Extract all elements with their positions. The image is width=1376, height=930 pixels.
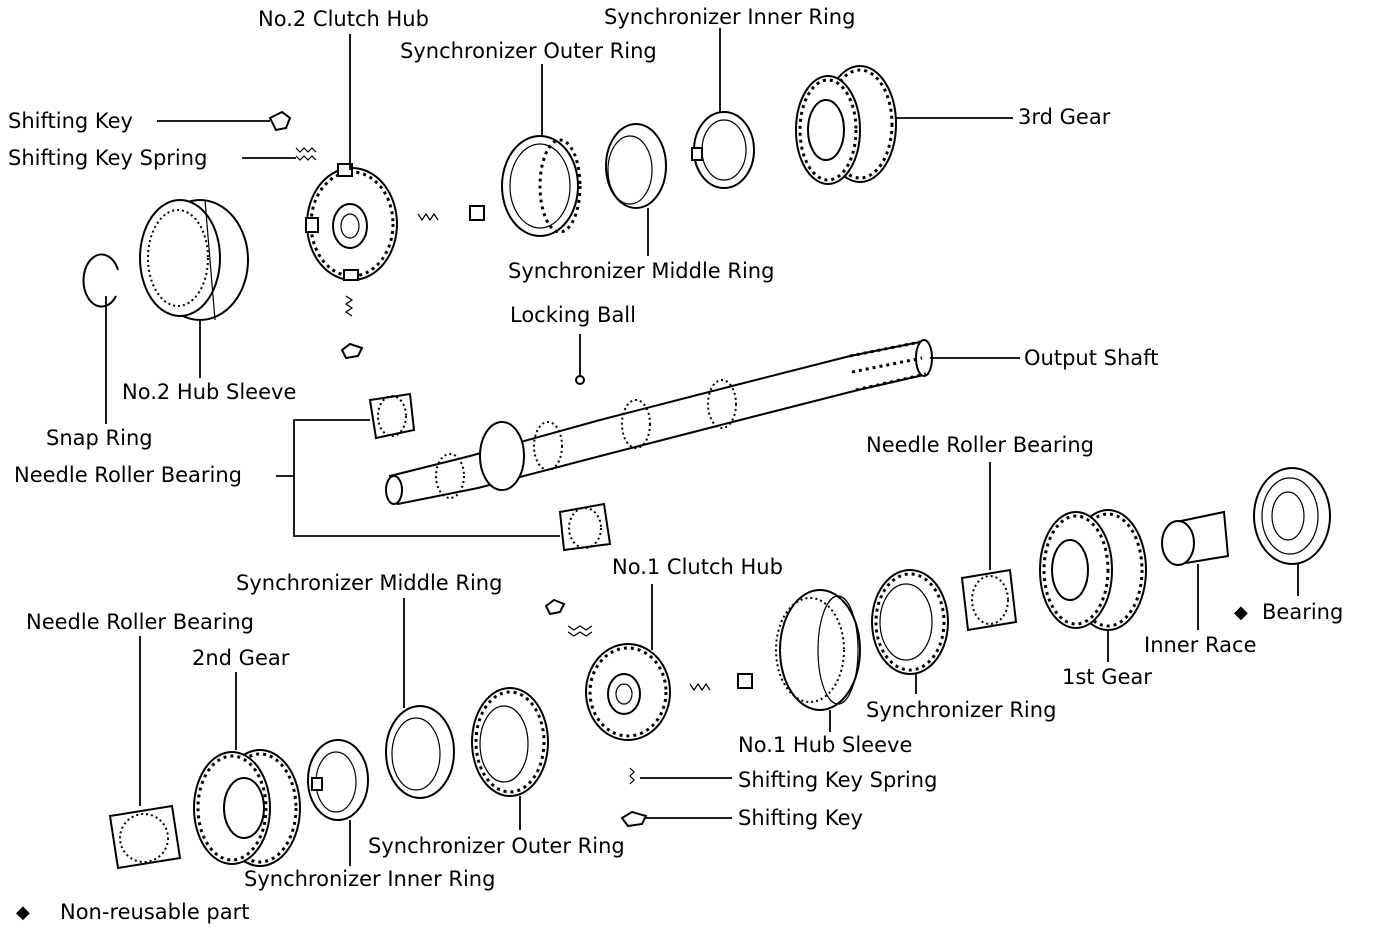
label-synchronizer-ring: Synchronizer Ring [866,698,1056,722]
label-no1-clutch-hub: No.1 Clutch Hub [612,555,783,579]
inner-race-part [1161,510,1230,566]
legend-marker-icon: ◆ [16,902,30,923]
label-needle-roller-bearing-left: Needle Roller Bearing [14,463,242,487]
needle-roller-bearing-upper-part [368,392,416,440]
second-gear-part [193,749,301,867]
third-gear-part [795,65,897,185]
output-shaft-part [385,339,933,506]
label-no2-hub-sleeve: No.2 Hub Sleeve [122,380,296,404]
no1-shifting-key-parts [620,767,648,828]
label-bearing: Bearing [1262,600,1343,624]
synchronizer-middle-ring-bottom-part [385,705,455,799]
label-synchronizer-outer-ring-bottom: Synchronizer Outer Ring [368,834,625,858]
no2-clutch-hub-part [305,163,398,281]
label-shifting-key-bottom: Shifting Key [738,806,863,830]
shifting-key-spring-top-part [295,147,317,161]
label-needle-roller-bearing-bottom: Needle Roller Bearing [26,610,254,634]
label-no1-hub-sleeve: No.1 Hub Sleeve [738,733,912,757]
needle-roller-bearing-lower-part [558,502,612,552]
no2-hub-sleeve-part [139,199,249,321]
label-shifting-key-spring-top: Shifting Key Spring [8,146,207,170]
bearing-part [1253,467,1331,565]
label-third-gear: 3rd Gear [1018,105,1111,129]
synchronizer-inner-ring-bottom-part [307,739,369,821]
no1-spring-part [544,598,753,692]
non-reusable-marker-icon: ◆ [1234,602,1248,623]
synchronizer-inner-ring-top-part [691,111,755,189]
label-no2-clutch-hub: No.2 Clutch Hub [258,7,429,31]
first-gear-part [1039,509,1147,631]
label-shifting-key-top: Shifting Key [8,109,133,133]
label-shifting-key-spring-bottom: Shifting Key Spring [738,768,937,792]
label-first-gear: 1st Gear [1062,665,1152,689]
label-inner-race: Inner Race [1144,633,1257,657]
label-locking-ball: Locking Ball [510,303,636,327]
synchronizer-ring-part [871,569,949,675]
label-needle-roller-bearing-right: Needle Roller Bearing [866,433,1094,457]
no1-hub-sleeve-part [775,589,861,711]
label-second-gear: 2nd Gear [192,646,290,670]
label-synchronizer-middle-ring-bottom: Synchronizer Middle Ring [236,571,502,595]
label-synchronizer-inner-ring-top: Synchronizer Inner Ring [604,5,855,29]
synchronizer-outer-ring-top-part [501,135,582,237]
label-output-shaft: Output Shaft [1024,346,1158,370]
needle-roller-bearing-right-part [960,568,1018,632]
label-synchronizer-inner-ring-bottom: Synchronizer Inner Ring [244,867,495,891]
snap-ring-part [82,253,119,308]
shifting-key-top-part [268,110,292,132]
needle-roller-bearing-bottom-part [108,804,182,870]
synchronizer-outer-ring-bottom-part [471,687,549,797]
label-snap-ring: Snap Ring [46,426,153,450]
label-synchronizer-middle-ring-top: Synchronizer Middle Ring [508,259,774,283]
hub-spring-part [340,205,485,360]
synchronizer-middle-ring-top-part [605,123,667,209]
locking-ball-part [575,375,585,385]
legend-non-reusable-part: Non-reusable part [60,900,249,924]
leader-lines [105,28,1299,866]
label-synchronizer-outer-ring-top: Synchronizer Outer Ring [400,39,657,63]
no1-clutch-hub-part [585,643,671,741]
